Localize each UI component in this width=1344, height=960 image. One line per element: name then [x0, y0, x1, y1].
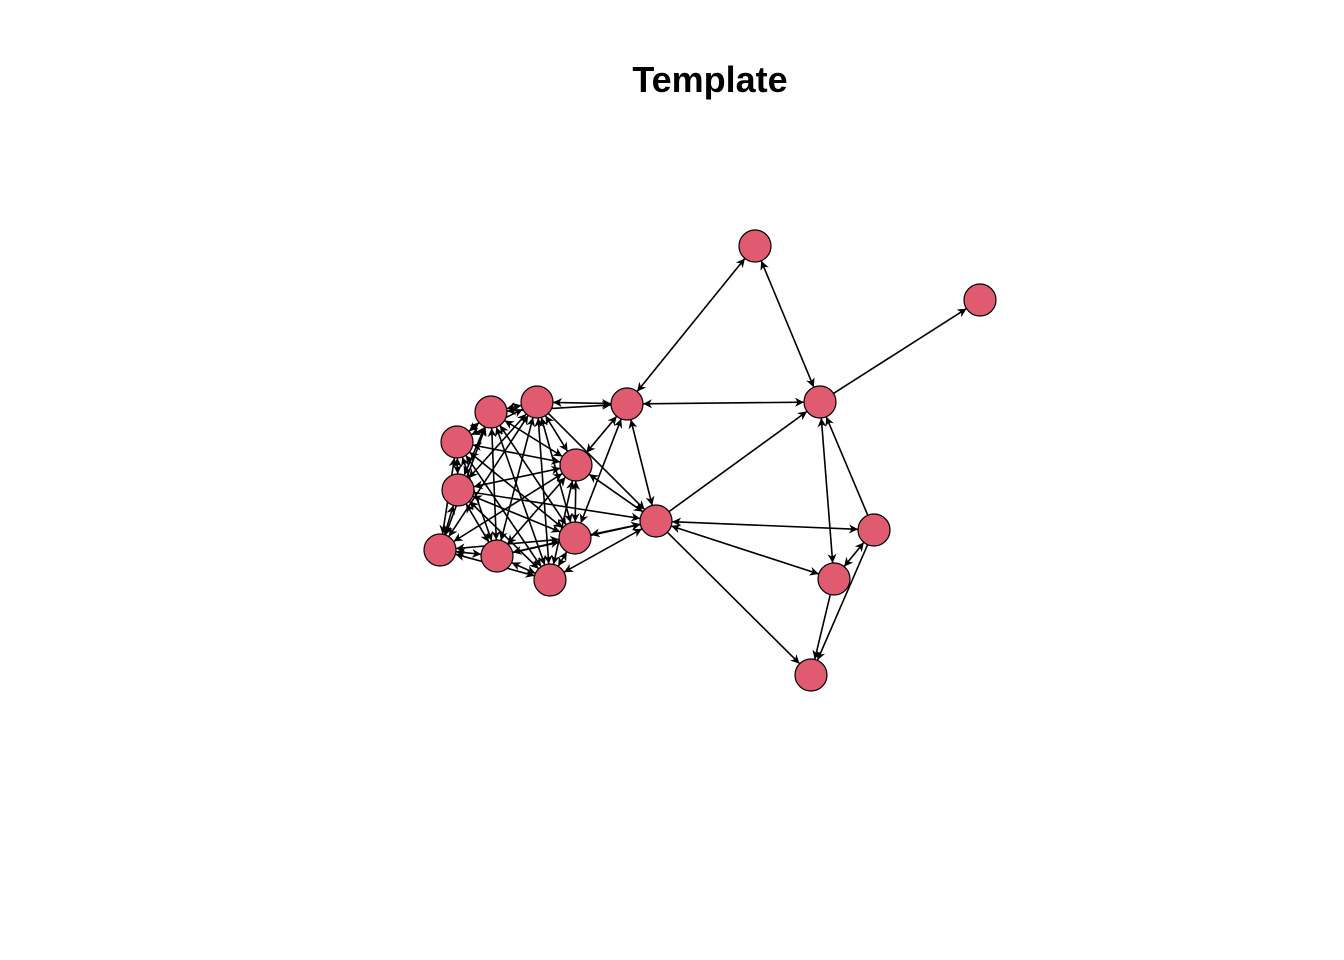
edge — [552, 398, 612, 408]
edge — [825, 416, 869, 516]
nodes-layer — [423, 229, 997, 692]
edge — [642, 397, 805, 409]
node — [520, 385, 554, 419]
edge — [760, 260, 815, 388]
edge — [585, 415, 618, 454]
edge — [563, 528, 643, 573]
node — [559, 448, 593, 482]
edge — [570, 480, 581, 523]
node — [533, 563, 567, 597]
edges-layer — [439, 257, 967, 665]
edge — [551, 480, 575, 565]
node — [794, 658, 828, 692]
edge — [506, 402, 522, 412]
edge — [499, 424, 567, 526]
edge — [833, 307, 967, 395]
node — [423, 533, 457, 567]
edge — [628, 419, 655, 506]
edge — [473, 491, 641, 522]
node — [440, 425, 474, 459]
node — [474, 395, 508, 429]
plot-title: Template — [632, 59, 788, 100]
edge — [468, 421, 480, 433]
node — [803, 385, 837, 419]
edge — [668, 410, 808, 513]
node — [857, 513, 891, 547]
edge — [636, 257, 746, 393]
node — [963, 283, 997, 317]
edge — [588, 473, 644, 513]
edge — [579, 418, 623, 524]
node — [610, 387, 644, 421]
edge — [843, 541, 865, 568]
edge — [442, 505, 456, 535]
node — [441, 473, 475, 507]
node — [639, 504, 673, 538]
node — [480, 539, 514, 573]
edge — [670, 524, 820, 576]
edge — [455, 548, 482, 558]
edge — [557, 551, 568, 567]
node — [558, 521, 592, 555]
edge — [817, 417, 837, 564]
edge — [472, 442, 561, 465]
node — [738, 229, 772, 263]
edge — [511, 561, 536, 575]
node — [817, 562, 851, 596]
edge — [812, 594, 832, 660]
edge — [816, 544, 869, 661]
edge — [666, 531, 801, 665]
